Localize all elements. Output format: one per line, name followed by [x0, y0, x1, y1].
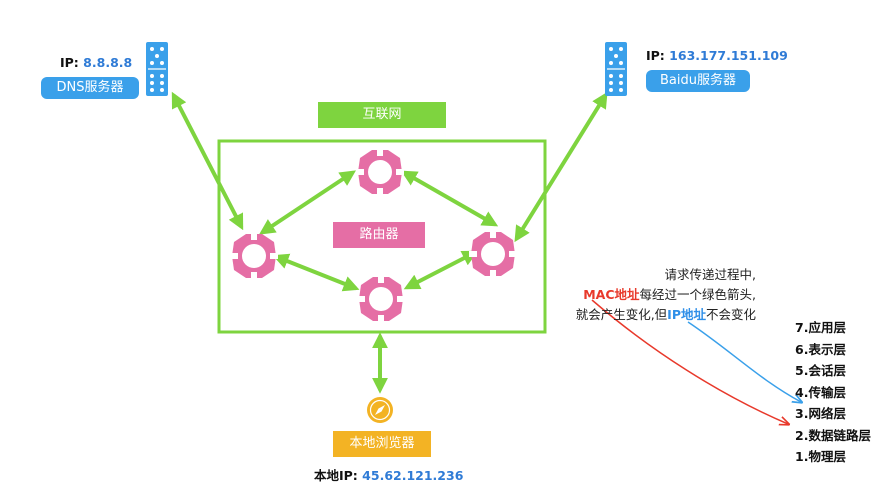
router-top-icon: [356, 148, 404, 196]
explanation-note: 请求传递过程中, MAC地址每经过一个绿色箭头, 就会产生变化,但IP地址不会变…: [576, 265, 756, 325]
note-line-2: MAC地址每经过一个绿色箭头,: [576, 285, 756, 305]
internet-label: 互联网: [318, 102, 446, 128]
browser-ip: 本地IP: 45.62.121.236: [314, 465, 463, 484]
dns-ip: IP: 8.8.8.8: [60, 55, 132, 70]
router-left-icon: [230, 232, 278, 280]
layer-item: 3.网络层: [795, 406, 846, 421]
dns-ip-value: 8.8.8.8: [83, 55, 133, 70]
layer-item: 7.应用层: [795, 320, 846, 335]
dns-server-label: DNS服务器: [41, 77, 139, 99]
mac-arrow: [591, 299, 788, 424]
arrow-router-bottom-right: [403, 250, 479, 290]
osi-layers: 7.应用层 6.表示层 5.会话层 4.传输层 3.网络层 2.数据链路层 1.…: [795, 317, 871, 468]
arrow-dns-router: [171, 91, 244, 231]
note-line-2-rest: 每经过一个绿色箭头,: [639, 287, 756, 302]
router-right-icon: [469, 230, 517, 278]
router-bottom-icon: [357, 275, 405, 323]
note-line-3-end: 不会变化: [705, 307, 756, 322]
arrow-router-top-left: [258, 170, 357, 235]
baidu-server-icon: [604, 41, 628, 97]
note-line-3-start: 就会产生变化,但: [575, 307, 668, 322]
note-ip: IP地址: [667, 307, 706, 322]
arrow-baidu-router: [514, 91, 608, 243]
note-line-1: 请求传递过程中,: [664, 267, 756, 282]
ip-arrow: [687, 321, 801, 402]
baidu-ip-label: IP:: [646, 48, 665, 63]
baidu-server-label: Baidu服务器: [646, 70, 750, 92]
arrow-router-top-right: [400, 170, 499, 227]
arrow-router-left-bottom: [272, 253, 360, 292]
browser-ip-value: 45.62.121.236: [362, 468, 464, 483]
layer-item: 5.会话层: [795, 363, 846, 378]
dns-ip-label: IP:: [60, 55, 79, 70]
browser-label: 本地浏览器: [333, 431, 431, 457]
layer-item: 2.数据链路层: [795, 427, 871, 443]
dns-server-icon: [145, 41, 169, 97]
router-label: 路由器: [333, 222, 425, 248]
baidu-ip: IP: 163.177.151.109: [646, 48, 788, 63]
layer-item: 4.传输层: [795, 384, 846, 400]
layer-item: 1.物理层: [795, 449, 846, 464]
note-mac: MAC地址: [583, 287, 640, 302]
note-line-3: 就会产生变化,但IP地址不会变化: [576, 305, 756, 325]
browser-ip-label: 本地IP:: [314, 468, 358, 483]
layer-item: 6.表示层: [795, 341, 846, 357]
compass-icon: [367, 397, 393, 423]
baidu-ip-value: 163.177.151.109: [669, 48, 788, 63]
